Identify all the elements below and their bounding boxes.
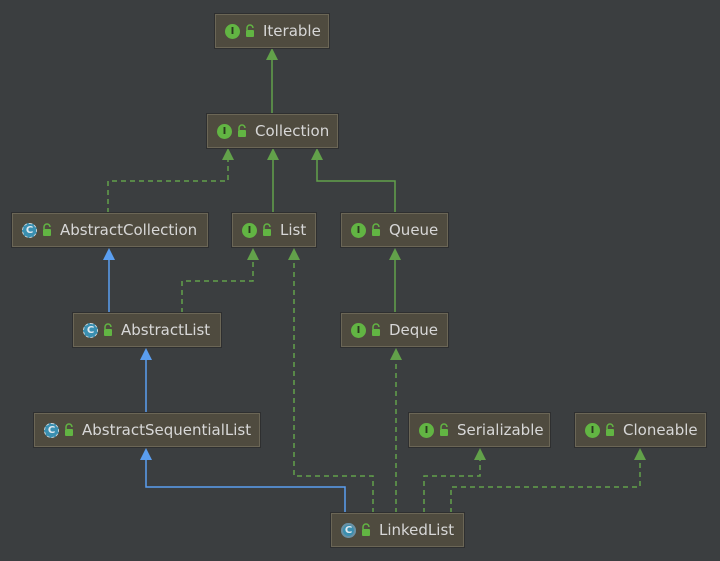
node-label: AbstractSequentialList — [82, 420, 252, 439]
unlocked-padlock-icon — [104, 323, 112, 336]
unlocked-padlock-icon — [246, 24, 254, 37]
node-label: LinkedList — [379, 520, 455, 539]
node-label: Queue — [389, 220, 439, 239]
unlocked-padlock-icon — [65, 423, 73, 436]
abstract-class-icon: C — [83, 322, 98, 338]
node-label: Iterable — [263, 21, 321, 40]
abstract-class-icon: C — [22, 222, 37, 238]
edge-linkedlist-to-list — [293, 250, 374, 513]
node-label: List — [280, 220, 307, 239]
edge-linkedlist-to-abstractsequentiallist — [145, 450, 346, 513]
node-abstract-sequential-list[interactable]: C AbstractSequentialList — [34, 413, 260, 447]
edge-abstractcollection-to-collection — [107, 150, 229, 213]
node-label: Cloneable — [623, 420, 698, 439]
node-label: Serializable — [457, 420, 544, 439]
interface-icon: I — [585, 422, 600, 438]
unlocked-padlock-icon — [372, 323, 380, 336]
node-linked-list[interactable]: C LinkedList — [331, 513, 464, 547]
edge-linkedlist-to-cloneable — [450, 450, 641, 513]
node-serializable[interactable]: I Serializable — [409, 413, 550, 447]
node-iterable[interactable]: I Iterable — [215, 14, 329, 48]
interface-icon: I — [351, 322, 366, 338]
edge-queue-to-collection — [316, 150, 396, 213]
node-queue[interactable]: I Queue — [341, 213, 448, 247]
node-label: Collection — [255, 121, 330, 140]
node-collection[interactable]: I Collection — [207, 114, 338, 148]
interface-icon: I — [217, 123, 232, 139]
interface-icon: I — [225, 23, 240, 39]
interface-icon: I — [242, 222, 257, 238]
unlocked-padlock-icon — [440, 423, 448, 436]
abstract-class-icon: C — [44, 422, 59, 438]
edge-abstractlist-to-list — [181, 250, 254, 313]
node-deque[interactable]: I Deque — [341, 313, 448, 347]
edge-linkedlist-to-serializable — [423, 450, 481, 513]
node-label: AbstractList — [121, 320, 211, 339]
node-cloneable[interactable]: I Cloneable — [575, 413, 706, 447]
unlocked-padlock-icon — [238, 124, 246, 137]
unlocked-padlock-icon — [263, 223, 271, 236]
node-abstract-collection[interactable]: C AbstractCollection — [12, 213, 208, 247]
node-label: Deque — [389, 320, 439, 339]
class-icon: C — [341, 522, 356, 538]
interface-icon: I — [351, 222, 366, 238]
unlocked-padlock-icon — [43, 223, 51, 236]
unlocked-padlock-icon — [362, 523, 370, 536]
node-label: AbstractCollection — [60, 220, 198, 239]
node-list[interactable]: I List — [232, 213, 316, 247]
interface-icon: I — [419, 422, 434, 438]
unlocked-padlock-icon — [606, 423, 614, 436]
unlocked-padlock-icon — [372, 223, 380, 236]
node-abstract-list[interactable]: C AbstractList — [73, 313, 221, 347]
